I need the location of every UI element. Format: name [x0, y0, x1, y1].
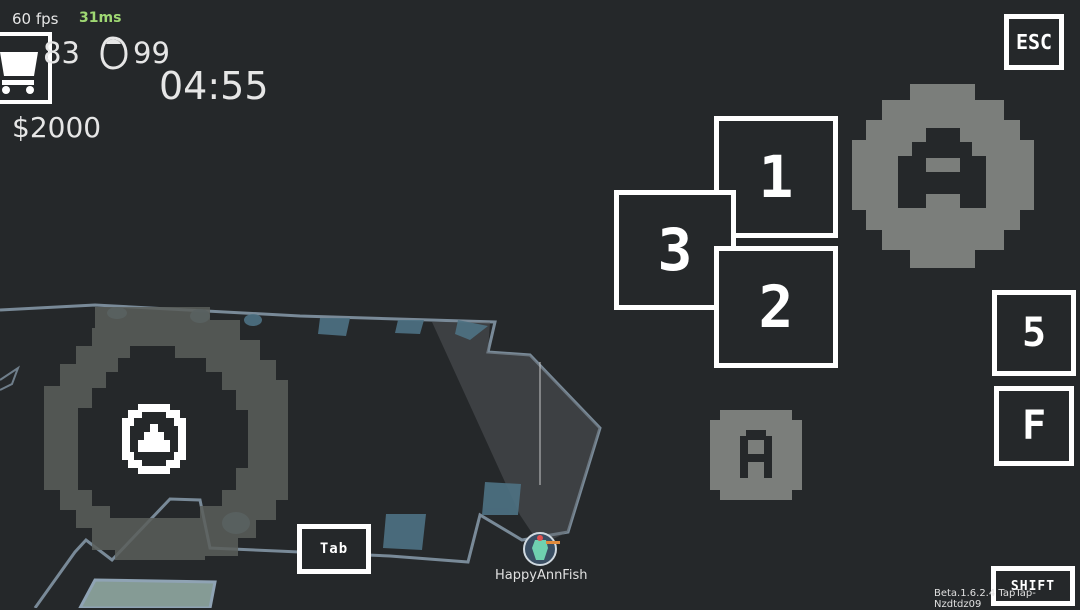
- version-label: Beta.1.6.2.4 TapTap-Nzdtdz09: [934, 588, 1036, 610]
- small-action-button[interactable]: [710, 410, 802, 500]
- round-timer: 04:55: [159, 64, 269, 108]
- key-2-button[interactable]: 2: [714, 246, 838, 368]
- fps-counter: 60 fps: [12, 10, 59, 28]
- money-balance: $2000: [12, 111, 102, 144]
- player-avatar-icon: [523, 532, 560, 566]
- egg-count: 99: [133, 36, 170, 70]
- action-button[interactable]: [852, 84, 1034, 268]
- key-f-button[interactable]: F: [994, 386, 1074, 466]
- key-1-button[interactable]: 1: [714, 116, 838, 238]
- shop-cart-icon[interactable]: [0, 32, 52, 104]
- key-5-button[interactable]: 5: [992, 290, 1076, 376]
- shift-button[interactable]: SHIFT: [991, 566, 1075, 606]
- ping-indicator: 31ms: [79, 10, 122, 26]
- tab-button[interactable]: Tab: [297, 524, 371, 574]
- room-outline: [0, 303, 602, 608]
- esc-button[interactable]: ESC: [1004, 14, 1064, 70]
- egg-icon: [100, 36, 128, 70]
- player-name-label: HappyAnnFish: [495, 568, 588, 583]
- shop-item-count: 83: [43, 36, 80, 70]
- joystick-icon: [44, 307, 288, 560]
